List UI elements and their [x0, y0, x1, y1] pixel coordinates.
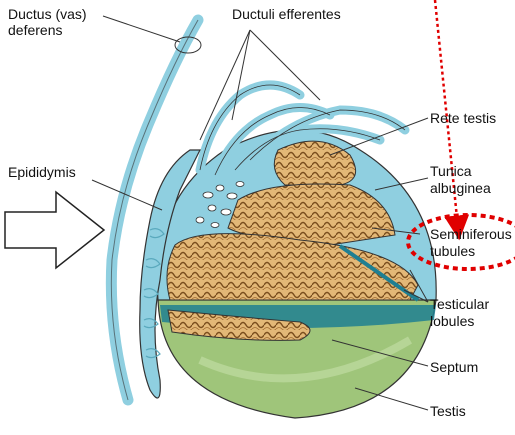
pointer-arrow — [5, 192, 104, 268]
label-seminiferous-line2: tubules — [430, 243, 475, 259]
label-tunica-line1: Tunica — [430, 163, 472, 179]
label-septum: Septum — [430, 359, 478, 375]
label-tunica-line2: albuginea — [430, 180, 491, 196]
label-rete-testis: Rete testis — [430, 110, 496, 126]
label-lobules-line1: Testicular — [430, 296, 489, 312]
label-ductus-line1: Ductus (vas) — [8, 6, 87, 22]
label-epididymis: Epididymis — [8, 164, 76, 180]
label-seminiferous-line1: Seminiferous — [430, 226, 512, 242]
label-ductuli-efferentes: Ductuli efferentes — [232, 6, 341, 22]
label-testis: Testis — [430, 403, 466, 419]
label-lobules-line2: lobules — [430, 313, 474, 329]
label-ductus-line2: deferens — [8, 22, 62, 38]
